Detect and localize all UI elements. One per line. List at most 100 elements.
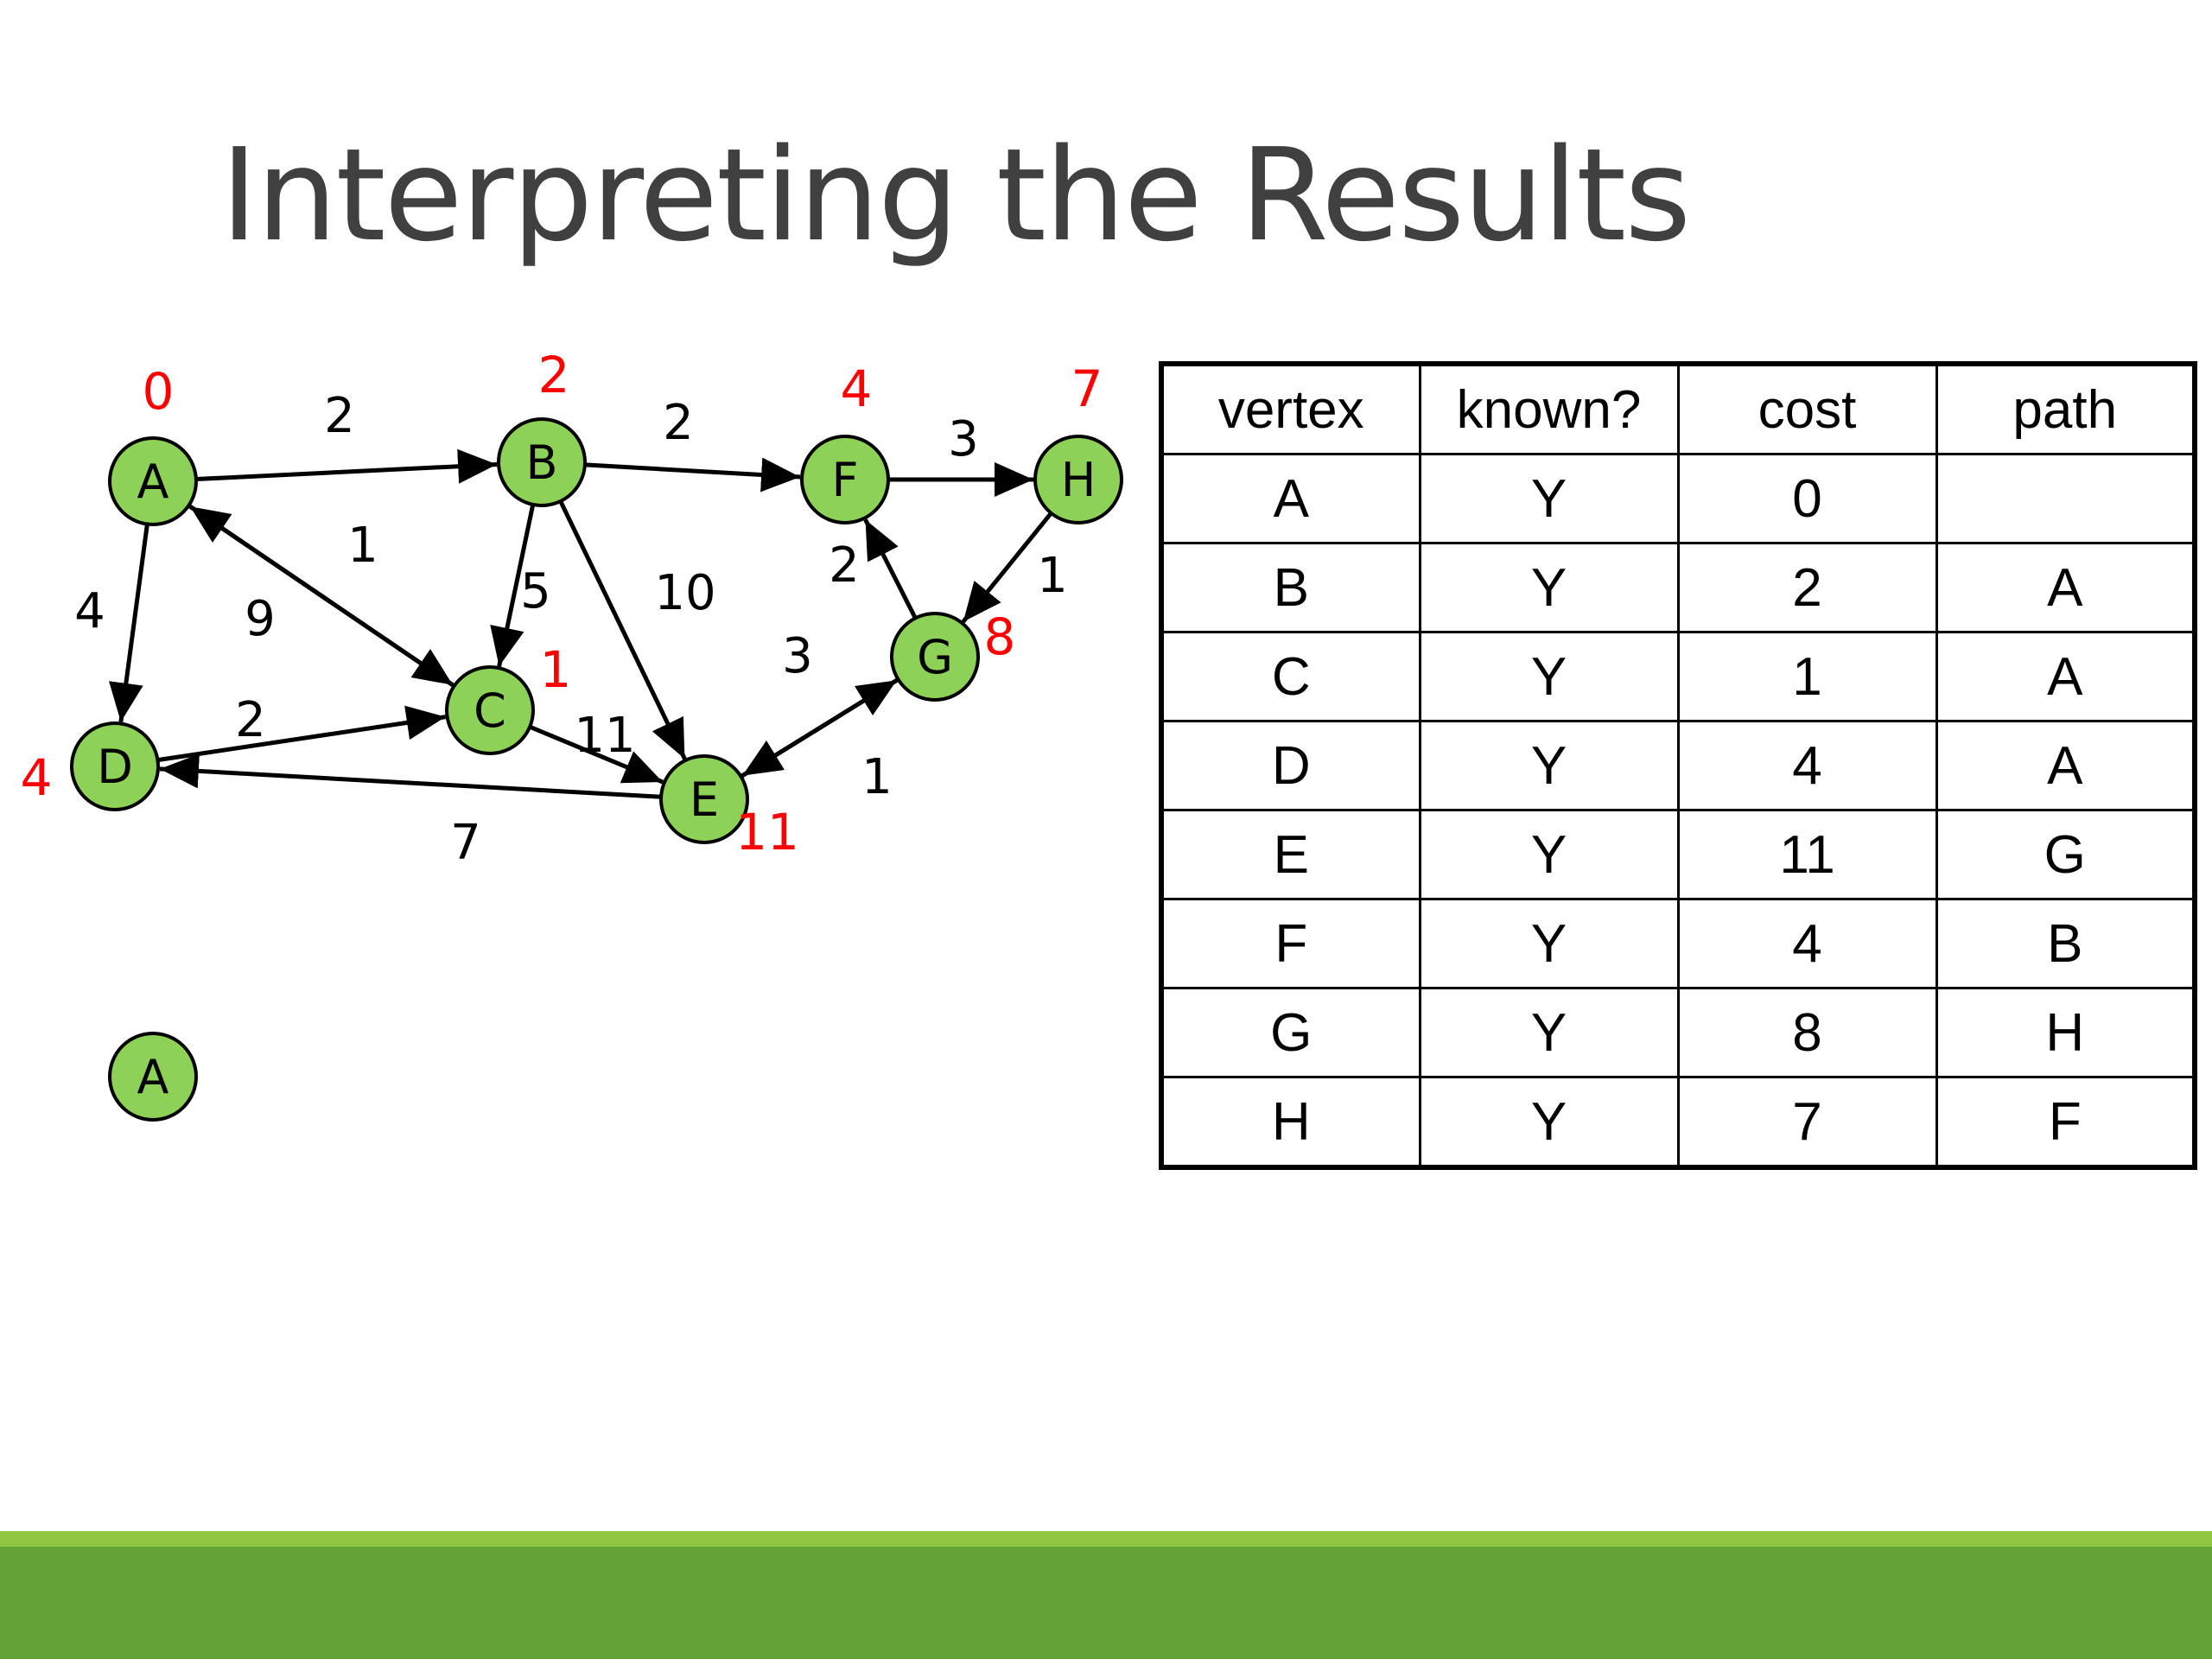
lone-node-A: A xyxy=(108,1032,198,1122)
node-circle xyxy=(108,436,198,526)
cost-cell: 11 xyxy=(1676,809,1938,900)
header-vertex: vertex xyxy=(1160,362,1421,455)
known-cell: Y xyxy=(1418,542,1680,633)
edge-weight-label: 1 xyxy=(1037,548,1068,604)
slide-title: Interpreting the Results xyxy=(220,121,1691,270)
path-cell: G xyxy=(1935,809,2196,900)
edge-weight-label: 2 xyxy=(324,388,355,444)
edge-H-G xyxy=(961,512,1053,624)
edge-weight-label: 3 xyxy=(948,411,979,467)
path-cell: A xyxy=(1935,631,2196,722)
graph-node-C: C xyxy=(445,665,535,755)
known-cell: Y xyxy=(1418,809,1680,900)
cost-cell: 8 xyxy=(1676,987,1938,1078)
edge-E-G xyxy=(740,678,899,779)
cost-cell: 1 xyxy=(1676,631,1938,722)
header-cost: cost xyxy=(1676,362,1938,455)
edge-A-D xyxy=(108,524,149,722)
known-cell: Y xyxy=(1418,631,1680,722)
cost-cell: 2 xyxy=(1676,542,1938,633)
edge-C-A xyxy=(188,505,456,688)
graph-node-B: B xyxy=(497,417,587,507)
node-circle xyxy=(1033,435,1123,524)
graph-node-F: F xyxy=(800,435,890,524)
vertex-cell: H xyxy=(1160,1076,1421,1169)
vertex-cell: G xyxy=(1160,987,1421,1078)
vertex-cell: C xyxy=(1160,631,1421,722)
node-label: B xyxy=(525,435,557,490)
node-cost-label: 1 xyxy=(540,640,572,699)
table-header-row: vertex known? cost path xyxy=(1160,362,2196,455)
node-cost-label: 4 xyxy=(841,359,873,418)
vertex-cell: D xyxy=(1160,720,1421,811)
edge-weight-label: 2 xyxy=(829,537,860,594)
edge-weight-label: 11 xyxy=(574,708,635,764)
edge-B-E xyxy=(558,499,687,760)
path-cell xyxy=(1935,453,2196,544)
node-circle xyxy=(890,612,980,702)
known-cell: Y xyxy=(1418,453,1680,544)
cost-cell: 4 xyxy=(1676,720,1938,811)
node-label: C xyxy=(474,683,506,738)
graph-node-E: E xyxy=(659,754,749,844)
footer-bar xyxy=(0,1547,2212,1659)
edge-C-E xyxy=(529,724,664,785)
node-label: F xyxy=(831,453,858,507)
edge-A-B xyxy=(195,448,498,484)
node-circle xyxy=(497,417,587,507)
path-cell: B xyxy=(1935,898,2196,989)
edge-G-F xyxy=(863,518,918,620)
edge-B-F xyxy=(584,457,801,493)
node-cost-label: 2 xyxy=(538,346,570,404)
node-label: A xyxy=(137,454,169,509)
cost-cell: 7 xyxy=(1676,1076,1938,1169)
node-circle xyxy=(108,1032,198,1122)
node-cost-label: 11 xyxy=(735,803,799,861)
edge-E-D xyxy=(159,753,662,799)
node-cost-label: 0 xyxy=(143,362,175,421)
vertex-cell: F xyxy=(1160,898,1421,989)
edge-weight-label: 4 xyxy=(74,583,105,639)
edge-weight-label: 3 xyxy=(782,628,813,684)
node-cost-label: 8 xyxy=(984,607,1016,666)
node-label: G xyxy=(917,630,953,684)
graph-node-A: A xyxy=(108,436,198,526)
node-circle xyxy=(445,665,535,755)
path-cell: A xyxy=(1935,542,2196,633)
node-cost-label: 7 xyxy=(1071,359,1103,418)
known-cell: Y xyxy=(1418,898,1680,989)
node-circle xyxy=(659,754,749,844)
vertex-cell: A xyxy=(1160,453,1421,544)
edge-D-C xyxy=(157,705,446,763)
edges-layer xyxy=(108,448,1053,799)
edge-B-C xyxy=(490,504,536,667)
path-cell: H xyxy=(1935,987,2196,1078)
cost-cell: 0 xyxy=(1676,453,1938,544)
node-label: A xyxy=(137,1050,169,1104)
edge-weight-label: 10 xyxy=(654,565,715,621)
node-circle xyxy=(70,721,160,811)
graph-node-D: D xyxy=(70,721,160,811)
known-cell: Y xyxy=(1418,987,1680,1078)
edge-weight-label: 2 xyxy=(663,395,694,451)
vertex-cell: E xyxy=(1160,809,1421,900)
known-cell: Y xyxy=(1418,1076,1680,1169)
edge-weight-label: 9 xyxy=(245,591,276,647)
known-cell: Y xyxy=(1418,720,1680,811)
edge-weight-label: 5 xyxy=(520,563,551,620)
node-label: D xyxy=(97,740,133,794)
path-cell: A xyxy=(1935,720,2196,811)
header-path: path xyxy=(1935,362,2196,455)
